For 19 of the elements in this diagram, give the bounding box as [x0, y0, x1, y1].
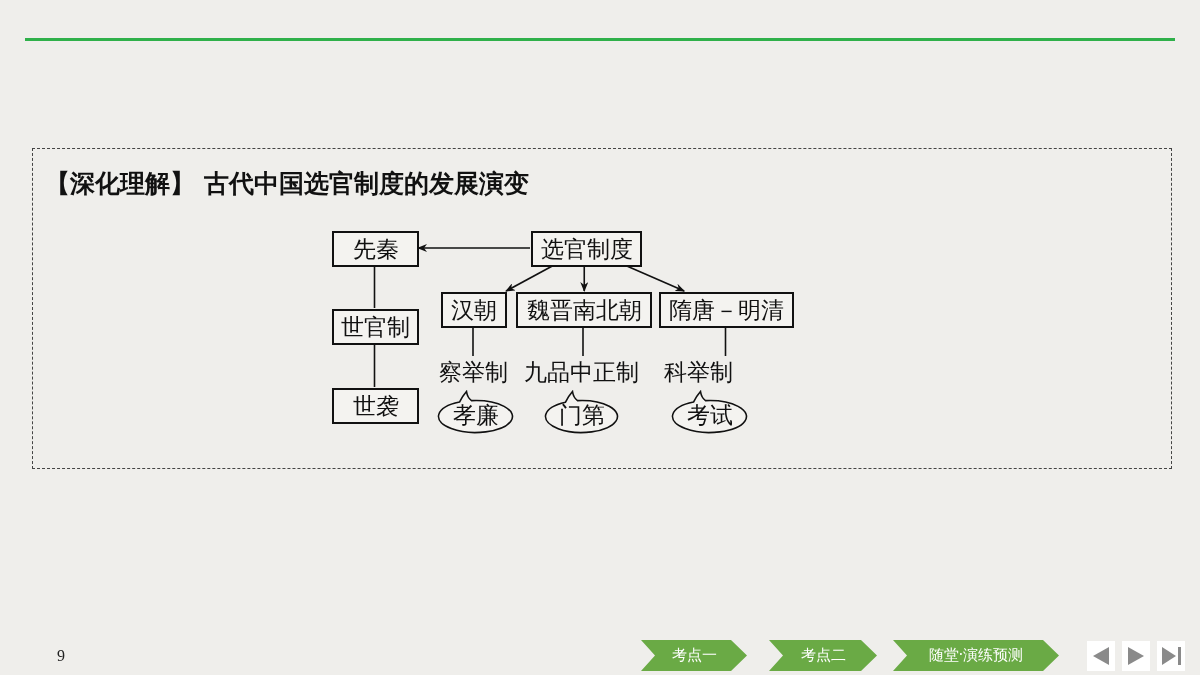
system-label: 九品中正制 — [517, 357, 645, 387]
system-label: 察举制 — [433, 357, 513, 387]
heading: 【深化理解】 古代中国选官制度的发展演变 — [45, 168, 529, 200]
process-box: 汉朝 — [441, 292, 507, 328]
page-number: 9 — [57, 647, 65, 665]
dashed-panel — [32, 148, 1172, 469]
process-box: 魏晋南北朝 — [516, 292, 652, 328]
speech-bubble: 考试 — [671, 390, 748, 434]
process-box: 选官制度 — [531, 231, 642, 267]
chevron-tab: 考点一 — [641, 640, 747, 671]
process-box: 隋唐－明清 — [659, 292, 794, 328]
process-box: 世官制 — [332, 309, 419, 345]
speech-bubble: 门第 — [544, 390, 619, 434]
system-label: 科举制 — [659, 357, 737, 387]
chevron-tab: 随堂·演练预测 — [893, 640, 1059, 671]
speech-bubble: 孝廉 — [437, 390, 514, 434]
process-box: 先秦 — [332, 231, 419, 267]
process-box: 世袭 — [332, 388, 419, 424]
chevron-tab: 考点二 — [769, 640, 877, 671]
